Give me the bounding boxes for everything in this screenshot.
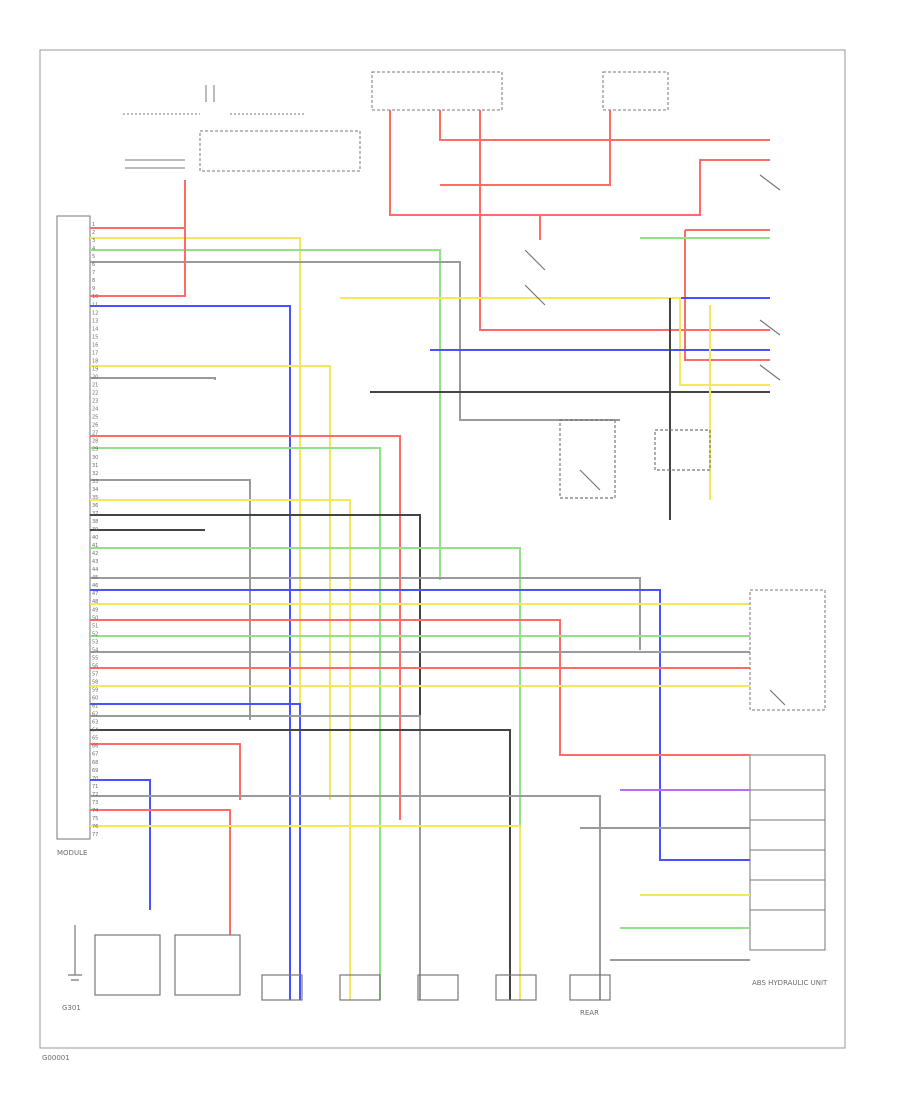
module-pin-label: 7 <box>92 270 95 276</box>
module-pin-label: 3 <box>92 238 95 244</box>
module-pin-label: 76 <box>92 824 98 830</box>
module-pin-label: 52 <box>92 631 98 637</box>
module-pin-label: 22 <box>92 391 98 397</box>
module-pin-label: 30 <box>92 455 98 461</box>
upper-right-circuits <box>340 110 770 520</box>
lower-right-wiring <box>560 754 750 961</box>
top-fuse-box <box>123 71 669 172</box>
module-pin-label: 17 <box>92 350 98 356</box>
module-pin-label: 47 <box>92 591 98 597</box>
rear-ground-label: REAR <box>580 1009 599 1017</box>
module-pin-label: 2 <box>92 230 95 236</box>
module-pin-label: 27 <box>92 431 98 437</box>
module-pin-label: 32 <box>92 471 98 477</box>
module-pin-label: 68 <box>92 760 98 766</box>
module-pin-label: 46 <box>92 583 98 589</box>
module-pin-label: 10 <box>92 294 98 300</box>
module-pin-label: 62 <box>92 712 98 718</box>
module-pin-label: 69 <box>92 768 98 774</box>
diagram-frame <box>39 49 846 1049</box>
module-pin-label: 5 <box>92 254 95 260</box>
module-pin-label: 38 <box>92 519 98 525</box>
module-pin-label: 71 <box>92 784 98 790</box>
module-pin-label: 1 <box>92 222 95 228</box>
module-pin-label: 45 <box>92 575 98 581</box>
module-pin-label: 13 <box>92 318 98 324</box>
module-pin-label: 16 <box>92 342 98 348</box>
module-pin-label: 37 <box>92 511 98 517</box>
module-pin-label: 73 <box>92 800 98 806</box>
module-pin-label: 12 <box>92 310 98 316</box>
module-pin-label: 43 <box>92 559 98 565</box>
module-pin-label: 14 <box>92 326 98 332</box>
module-pin-label: 11 <box>92 302 98 308</box>
module-pin-label: 67 <box>92 752 98 758</box>
module-label: MODULE <box>57 849 87 857</box>
module-pin-label: 48 <box>92 599 98 605</box>
module-pin-label: 40 <box>92 535 98 541</box>
module-pin-label: 55 <box>92 655 98 661</box>
ground-left-label: G301 <box>62 1004 81 1012</box>
module-pin-label: 72 <box>92 792 98 798</box>
module-pin-label: 15 <box>92 334 98 340</box>
module-pin-label: 6 <box>92 262 95 268</box>
module-pin-label: 36 <box>92 503 98 509</box>
bottom-sensors <box>68 925 611 1001</box>
module-pin-label: 31 <box>92 463 98 469</box>
module-pin-label: 74 <box>92 808 98 814</box>
module-pin-label: 9 <box>92 286 95 292</box>
module-pin-label: 35 <box>92 495 98 501</box>
module-pin-label: 8 <box>92 278 95 284</box>
module-pin-label: 56 <box>92 663 98 669</box>
module-pin-label: 77 <box>92 832 98 838</box>
module-pin-label: 29 <box>92 447 98 453</box>
module-pin-label: 58 <box>92 680 98 686</box>
module-pin-label: 60 <box>92 696 98 702</box>
module-pin-label: 65 <box>92 736 98 742</box>
module-pin-label: 54 <box>92 647 98 653</box>
module-pin-label: 42 <box>92 551 98 557</box>
module-pin-label: 44 <box>92 567 98 573</box>
module-pin-label: 59 <box>92 688 98 694</box>
module-pin-label: 21 <box>92 383 98 389</box>
module-pin-label: 26 <box>92 423 98 429</box>
footer-label: G00001 <box>42 1054 70 1062</box>
module-pin-label: 53 <box>92 639 98 645</box>
module-pin-label: 63 <box>92 720 98 726</box>
module-pin-label: 18 <box>92 358 98 364</box>
right-connector-block <box>749 589 826 951</box>
module-pin-label: 34 <box>92 487 98 493</box>
module-pin-label: 64 <box>92 728 98 734</box>
module-pin-label: 70 <box>92 776 98 782</box>
module-pin-label: 25 <box>92 415 98 421</box>
module-pin-label: 24 <box>92 407 98 413</box>
module-pin-label: 61 <box>92 704 98 710</box>
left-control-module <box>56 215 91 840</box>
module-pin-label: 19 <box>92 366 98 372</box>
module-pin-label: 51 <box>92 623 98 629</box>
module-pin-label: 50 <box>92 615 98 621</box>
module-pin-label: 49 <box>92 607 98 613</box>
module-pin-label: 33 <box>92 479 98 485</box>
module-pin-label: 4 <box>92 246 95 252</box>
module-pin-label: 23 <box>92 399 98 405</box>
module-pin-label: 20 <box>92 375 98 381</box>
relay-switches <box>524 174 786 706</box>
module-pin-label: 28 <box>92 439 98 445</box>
module-pin-labels: 1234567891011121314151617181920212223242… <box>92 222 98 838</box>
module-pin-label: 39 <box>92 527 98 533</box>
module-wire-bundle <box>90 180 750 1000</box>
module-pin-label: 66 <box>92 744 98 750</box>
right-connector-label: ABS HYDRAULIC UNIT <box>752 979 828 987</box>
module-pin-label: 41 <box>92 543 98 549</box>
module-pin-label: 57 <box>92 671 98 677</box>
module-pin-label: 75 <box>92 816 98 822</box>
